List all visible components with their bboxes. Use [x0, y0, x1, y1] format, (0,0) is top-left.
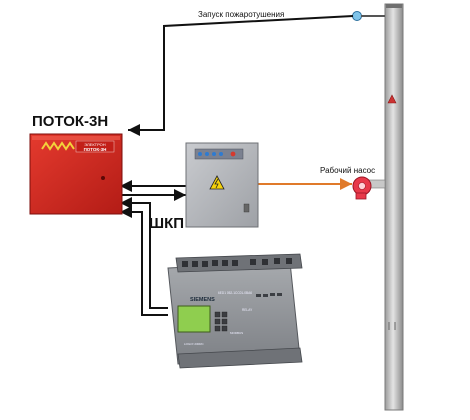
pump-label: Рабочий насос [320, 166, 376, 175]
potok-cabinet: ЭЛЕКТРОН ПОТОК-3Н [29, 133, 123, 215]
high-voltage-warning-icon [209, 175, 225, 190]
indicator-lamp-icon [212, 152, 216, 156]
terminal-row-top [182, 258, 292, 267]
plc-side-text: LOGO! 230RC [184, 342, 205, 346]
panel-label: ШКП [149, 215, 185, 232]
link-plc-cabinet-2 [120, 206, 168, 316]
launch-signal-line [128, 15, 354, 136]
launch-label: Запуск пожаротушения [198, 10, 285, 19]
plc-model: 6ED1 052-1CC01-0BA6 [218, 291, 252, 295]
pump-icon [352, 176, 386, 200]
cabinet-face-label: ПОТОК-3Н [84, 147, 107, 152]
plc-relay-label: RELAY [242, 308, 253, 312]
cabinet-zigzag-icon [41, 141, 75, 151]
indicator-lamp-icon [219, 152, 223, 156]
indicator-lamp-icon [205, 152, 209, 156]
control-box [185, 142, 259, 228]
plc-port-label: MODBUS [230, 331, 243, 335]
device-title: ПОТОК-3Н [32, 113, 109, 130]
pressure-sensor-icon [352, 11, 385, 21]
cabinet-brand: ЭЛЕКТРОН [84, 142, 106, 147]
plc-status-leds [256, 293, 282, 297]
indicator-lamp-icon [230, 151, 236, 157]
siemens-logo-plc: SIEMENS 6ED1 052-1CC01-0BA6 RELAY MODBUS… [167, 253, 303, 369]
indicator-lamp-icon [198, 152, 202, 156]
plc-keypad [214, 311, 228, 332]
link-plc-cabinet-1 [120, 197, 168, 309]
water-pipe [384, 3, 404, 411]
cabinet-lock-icon [101, 176, 105, 180]
plc-brand: SIEMENS [190, 297, 215, 303]
